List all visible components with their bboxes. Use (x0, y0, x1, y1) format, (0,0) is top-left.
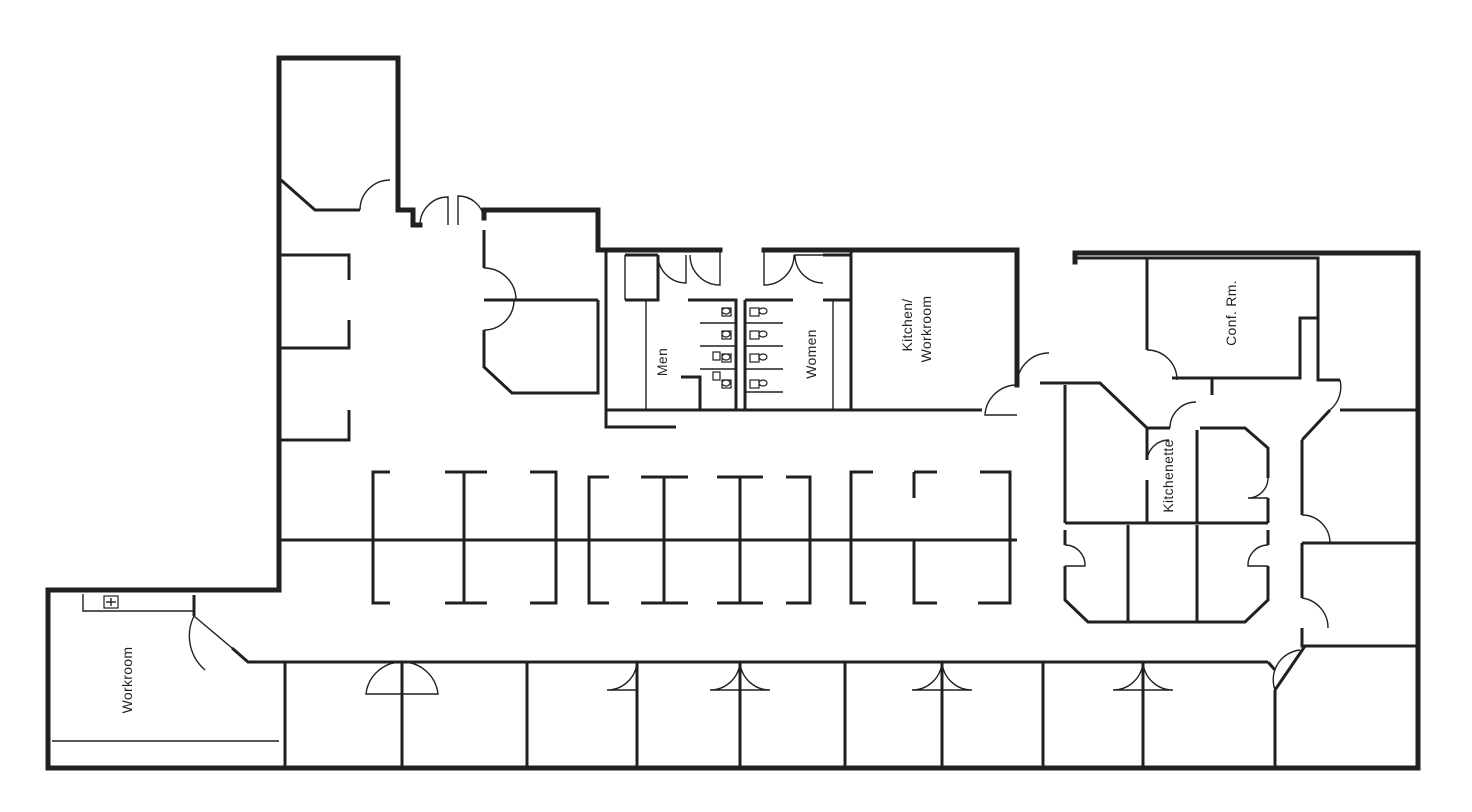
toilet-icon (721, 379, 732, 389)
exterior-walls (45, 55, 1421, 771)
room-label-kitchen-workroom-2: Workroom (918, 296, 934, 363)
door-swings (188, 179, 1342, 695)
urinal-icon (712, 351, 721, 361)
toilet-icon (749, 330, 768, 340)
room-label-women: Women (803, 329, 819, 378)
toilet-icon (721, 353, 732, 363)
interior-partitions (48, 178, 1418, 768)
room-label-kitchen-workroom-1: Kitchen/ (899, 299, 915, 352)
toilet-icon (749, 353, 768, 363)
room-label-kitchenette: Kitchenette (1160, 439, 1176, 512)
toilet-icon (721, 307, 732, 317)
toilet-icon (749, 307, 768, 317)
restroom-fixtures (103, 307, 768, 609)
toilet-icon (721, 330, 732, 340)
room-label-workroom: Workroom (119, 647, 135, 714)
room-labels: Men Women Kitchen/ Workroom Conf. Rm. Ki… (119, 280, 1239, 713)
urinal-icon (712, 371, 721, 381)
toilet-icon (749, 379, 768, 389)
appliance-icon (103, 595, 119, 609)
room-label-conf-room: Conf. Rm. (1223, 280, 1239, 346)
room-label-men: Men (654, 348, 670, 376)
